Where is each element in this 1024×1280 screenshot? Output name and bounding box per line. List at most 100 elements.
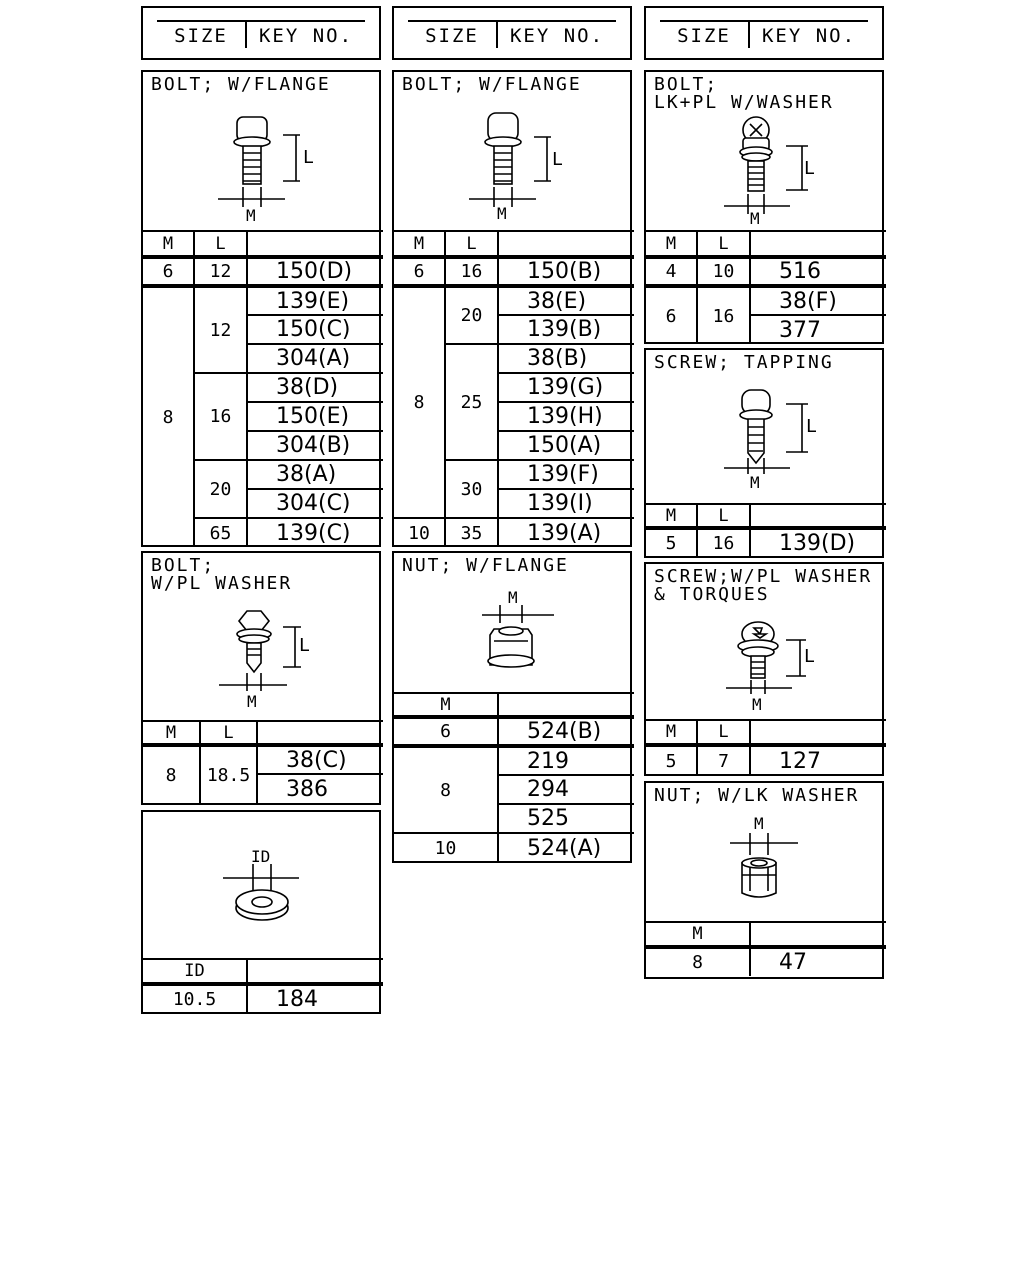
washer-icon: ID bbox=[223, 847, 299, 921]
col-id: ID bbox=[143, 958, 248, 986]
key-label: KEY NO. bbox=[761, 25, 857, 47]
nut-flange-icon: M bbox=[482, 589, 554, 668]
col-l: L bbox=[199, 720, 258, 747]
col-m: M bbox=[143, 230, 195, 259]
table-row: 139(B) bbox=[394, 314, 634, 345]
col-l: L bbox=[696, 230, 751, 259]
key-label: KEY NO. bbox=[509, 25, 605, 47]
panel-title: SCREW; TAPPING bbox=[654, 352, 834, 373]
col-m: M bbox=[646, 230, 698, 259]
dim-m-label: M bbox=[247, 692, 257, 711]
col-m: M bbox=[394, 230, 446, 259]
panel-title: BOLT; W/PL WASHER bbox=[151, 555, 293, 594]
dim-l-label: L bbox=[804, 646, 815, 667]
col-l: L bbox=[696, 719, 751, 747]
table-row: 150(E) bbox=[143, 401, 383, 432]
col-m: M bbox=[646, 719, 698, 747]
col-m: M bbox=[646, 503, 698, 530]
col-key bbox=[256, 720, 383, 747]
nut-lk-washer-icon: M bbox=[730, 815, 798, 898]
screw-pl-torques-icon: L M bbox=[726, 621, 815, 714]
table-row: 139(I) bbox=[394, 488, 634, 519]
table-row: 304(A) bbox=[143, 343, 383, 374]
dim-m-label: M bbox=[497, 204, 507, 223]
bolt-flange-icon: L M bbox=[218, 116, 313, 225]
dim-id-label: ID bbox=[251, 847, 270, 866]
panel-title: NUT; W/LK WASHER bbox=[654, 785, 860, 806]
table-row: 377 bbox=[646, 314, 886, 344]
size-label: SIZE bbox=[408, 22, 498, 48]
dim-m-label: M bbox=[752, 695, 762, 714]
table-row: 294 bbox=[394, 774, 634, 805]
table-row: 525 bbox=[394, 803, 634, 834]
col-key bbox=[246, 230, 383, 259]
dim-l-label: L bbox=[552, 149, 563, 170]
table-row: 304(C) bbox=[143, 488, 383, 519]
table-row: 386 bbox=[143, 773, 383, 803]
table-row: 150(C) bbox=[143, 314, 383, 345]
dim-m-label: M bbox=[508, 589, 518, 607]
col-key bbox=[749, 719, 886, 747]
dim-m-label: M bbox=[246, 206, 256, 225]
col-key bbox=[749, 921, 886, 949]
col-l: L bbox=[444, 230, 499, 259]
panel-title: NUT; W/FLANGE bbox=[402, 555, 569, 576]
bolt-flange-icon: L M bbox=[469, 112, 563, 223]
table-row: 304(B) bbox=[143, 430, 383, 461]
panel-title: BOLT; W/FLANGE bbox=[402, 74, 582, 95]
col-key bbox=[497, 230, 634, 259]
col-l: L bbox=[193, 230, 248, 259]
key-label: KEY NO. bbox=[258, 25, 354, 47]
dim-l-label: L bbox=[806, 416, 816, 437]
col-m: M bbox=[394, 692, 499, 719]
bolt-lkpl-washer-icon: L M bbox=[724, 116, 815, 228]
dim-l-label: L bbox=[299, 635, 310, 656]
col-key bbox=[749, 503, 886, 530]
table-row: 139(G) bbox=[394, 372, 634, 403]
table-row: 150(A) bbox=[394, 430, 634, 461]
col-key bbox=[497, 692, 634, 719]
col-m: M bbox=[143, 720, 201, 747]
header-col-2: SIZE KEY NO. bbox=[392, 6, 632, 60]
col-l: L bbox=[696, 503, 751, 530]
dim-m-label: M bbox=[754, 815, 764, 833]
col-key bbox=[749, 230, 886, 259]
table-row: 139(H) bbox=[394, 401, 634, 432]
